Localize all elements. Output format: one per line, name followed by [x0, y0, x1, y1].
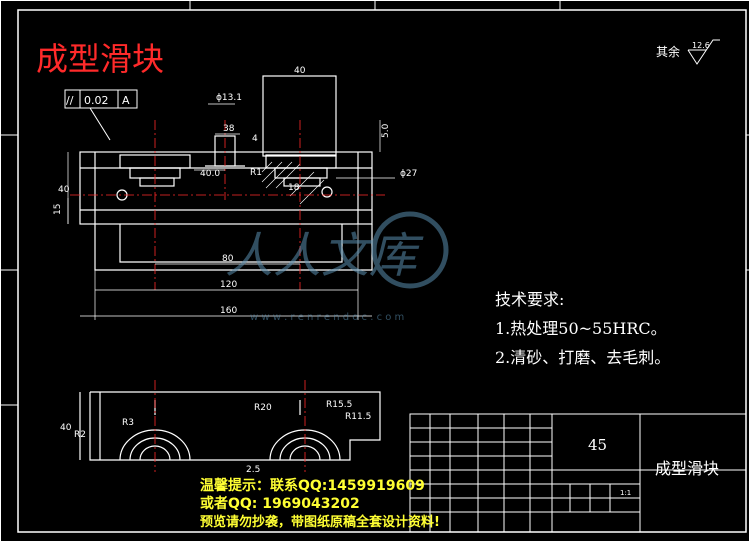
dim-r20: R20: [254, 403, 272, 413]
watermark: 人人文库 w w w . r e n r e n d o c . c o m: [225, 211, 449, 323]
tolerance-value: 0.02: [84, 94, 109, 107]
dim-r18: 18: [288, 183, 300, 193]
dim-phi13: ϕ13.1: [216, 93, 242, 103]
drawing-title: 成型滑块: [36, 40, 164, 78]
dim-h5: 5.0: [381, 123, 391, 138]
dim-r1: R1: [250, 168, 262, 178]
roughness-label: 其余: [656, 44, 680, 59]
roughness-value: 12.6: [692, 41, 710, 50]
dimension-lines: [67, 75, 395, 320]
title-block-scale: 1:1: [620, 489, 631, 497]
dim-h15: 15: [53, 204, 63, 215]
dim-h40: 40: [58, 185, 70, 195]
dim-w80: 80: [222, 254, 234, 264]
dim-phi27: ϕ27: [400, 169, 417, 179]
roughness-symbol: 其余 12.6: [656, 39, 720, 65]
title-block-part-name: 成型滑块: [655, 459, 719, 478]
tech-heading: 技术要求:: [495, 290, 564, 309]
dim-r3: R3: [122, 418, 134, 428]
tolerance-symbol: //: [66, 94, 74, 107]
notice-line3: 预览请勿抄袭，带图纸原稿全套设计资料!: [200, 514, 440, 530]
title-block-material: 45: [588, 436, 607, 454]
dim-w120: 120: [220, 280, 237, 290]
drawing-frame: [17, 9, 747, 533]
title-block: [409, 413, 747, 533]
tech-item-2: 2.清砂、打磨、去毛刺。: [495, 348, 670, 367]
dim-w40: 40.0: [200, 169, 220, 179]
watermark-brand: 人人文库: [225, 228, 424, 284]
dim-4: 4: [252, 134, 258, 144]
tech-item-1: 1.热处理50~55HRC。: [495, 319, 667, 338]
tolerance-frame: // 0.02 A: [64, 89, 138, 141]
dim-38: 38: [223, 124, 235, 134]
dim-r2: R2: [74, 430, 86, 440]
notice-line1: 温馨提示：联系QQ:1459919609: [200, 477, 425, 494]
notice: 温馨提示：联系QQ:1459919609 或者QQ: 1969043202 预览…: [200, 477, 440, 530]
watermark-url: w w w . r e n r e n d o c . c o m: [250, 312, 404, 323]
dim-r2-5: 2.5: [246, 465, 260, 475]
dim-r15: R15.5: [326, 400, 352, 410]
tech-requirements: 技术要求: 1.热处理50~55HRC。 2.清砂、打磨、去毛刺。: [495, 290, 670, 367]
dim-side-h40: 40: [60, 423, 72, 433]
dim-r11: R11.5: [345, 412, 371, 422]
dim-top-width: 40: [294, 66, 306, 76]
notice-line2: 或者QQ: 1969043202: [200, 495, 360, 512]
dim-w160: 160: [220, 306, 237, 316]
tolerance-datum: A: [122, 94, 130, 107]
